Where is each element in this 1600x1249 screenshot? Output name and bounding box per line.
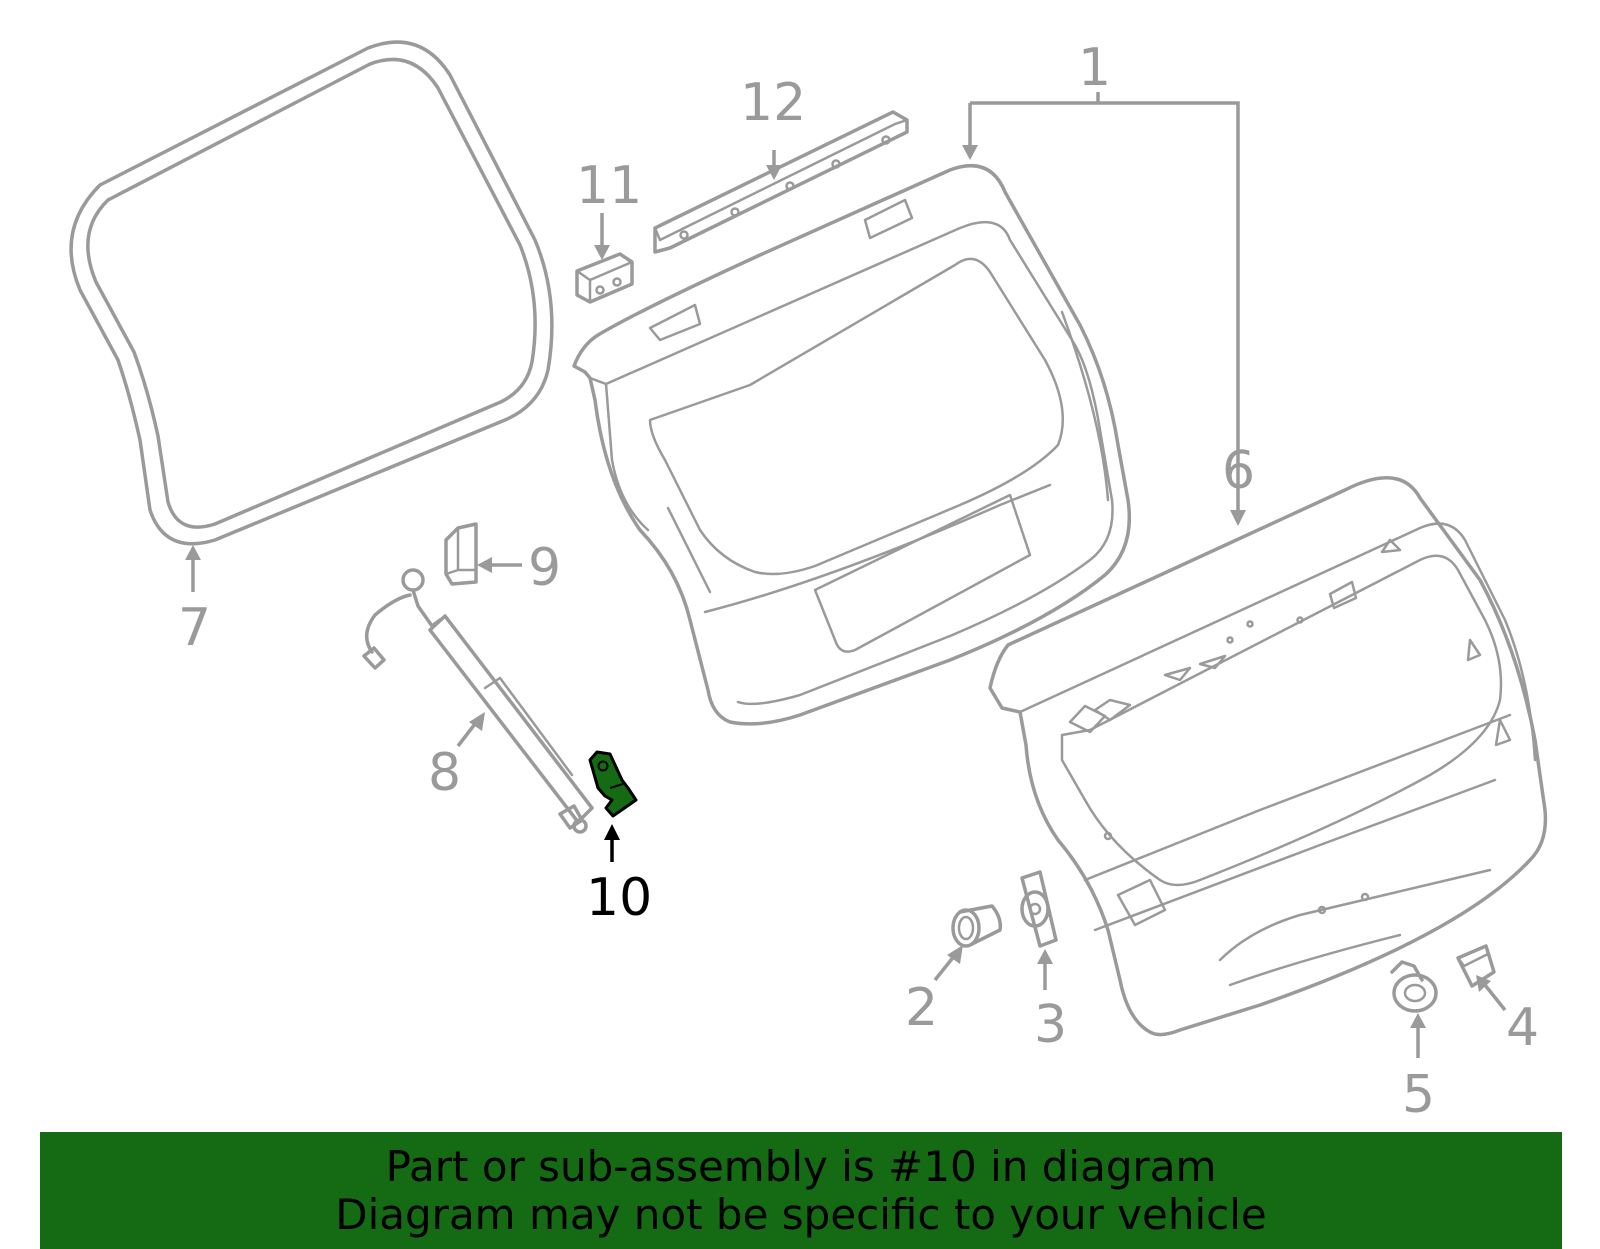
part-8-strut[interactable]: [362, 568, 594, 834]
info-banner: Part or sub-assembly is #10 in diagram D…: [40, 1132, 1562, 1249]
part-7-weatherstrip[interactable]: [69, 40, 554, 546]
callout-5: 5: [1402, 1065, 1435, 1125]
callout-11: 11: [576, 156, 642, 216]
callout-6: 6: [1222, 441, 1255, 501]
callout-2: 2: [905, 978, 938, 1038]
part-12-garnish[interactable]: [653, 110, 909, 254]
banner-line-2: Diagram may not be specific to your vehi…: [335, 1189, 1267, 1239]
callout-leaders: [185, 92, 1507, 1058]
part-11-bracket[interactable]: [575, 252, 634, 304]
callout-numbers: 1 12 11 6 9 7 8 10 2 3 4 5: [178, 38, 1539, 1125]
part-9-bracket[interactable]: [444, 522, 478, 586]
part-4-pad[interactable]: [1456, 944, 1496, 988]
callout-4: 4: [1506, 998, 1539, 1058]
banner-line-1: Part or sub-assembly is #10 in diagram: [385, 1141, 1217, 1191]
part-1-liftgate-assembly[interactable]: [572, 164, 1132, 726]
part-10-hinge-highlighted[interactable]: [588, 750, 638, 818]
part-6-liftgate-panel[interactable]: [988, 476, 1548, 1037]
callout-12: 12: [740, 73, 806, 133]
callout-leader-10: [604, 824, 620, 862]
callout-8: 8: [428, 743, 461, 803]
callout-9: 9: [528, 538, 561, 598]
part-2-bumper[interactable]: [951, 904, 1003, 948]
callout-3: 3: [1034, 995, 1067, 1055]
part-5-stopper[interactable]: [1390, 960, 1438, 1013]
callout-10: 10: [586, 868, 652, 928]
callout-7: 7: [178, 598, 211, 658]
callout-1: 1: [1078, 38, 1111, 98]
part-3-striker[interactable]: [1020, 870, 1058, 948]
